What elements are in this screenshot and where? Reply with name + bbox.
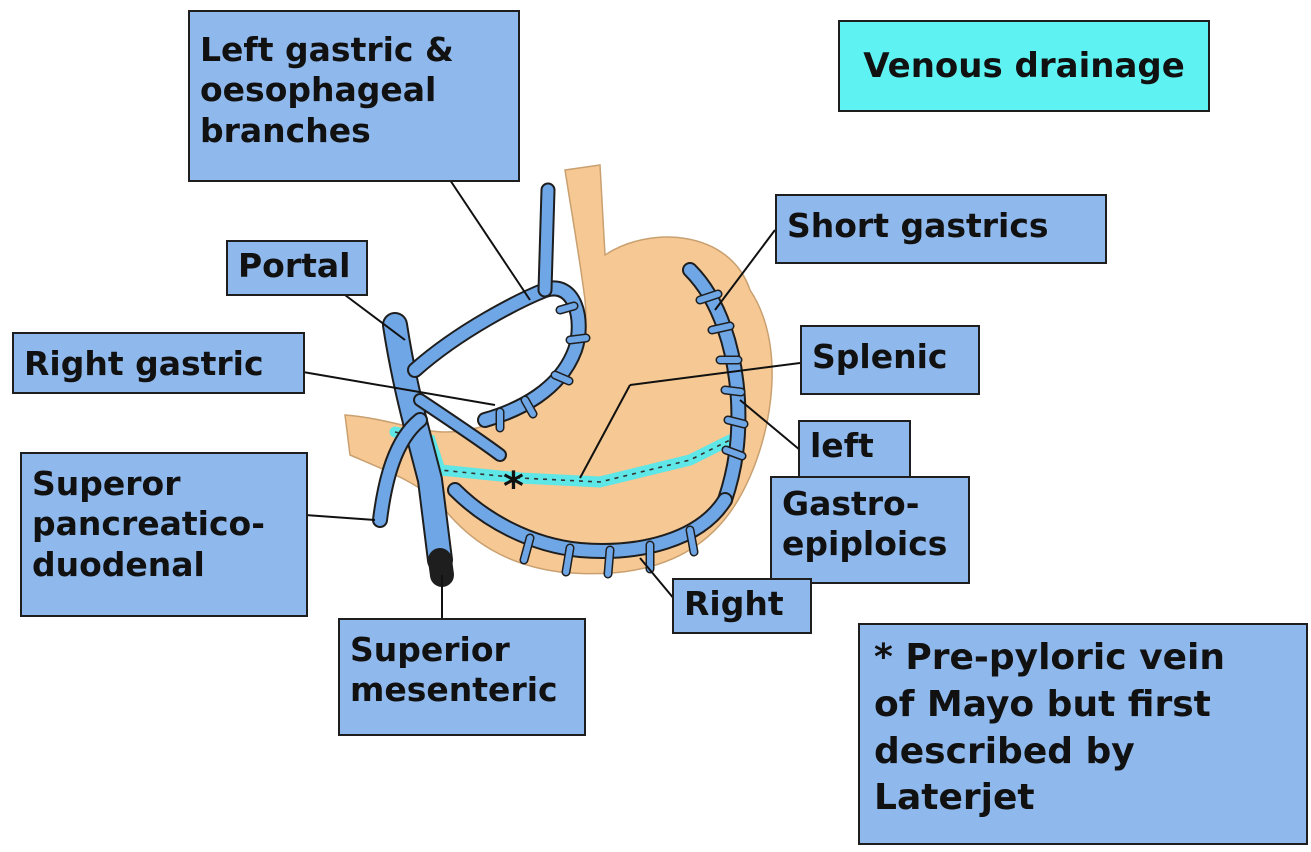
label-right-gastric: Right gastric [12,332,305,394]
label-superior-mesenteric: Superior mesenteric [338,618,586,736]
leader-left-gastric [450,180,530,300]
diagram-title: Venous drainage [838,20,1210,112]
label-short-gastrics: Short gastrics [775,194,1107,264]
label-right: Right [672,578,812,634]
label-superior-pancreaticoduodenal: Superor pancreatico- duodenal [20,452,308,617]
label-gastroepiploics: Gastro- epiploics [770,476,970,584]
star-marker: * [503,464,524,510]
superior-mesenteric-vein [440,560,442,575]
leader-superior-pancreaticoduodenal [305,515,375,520]
label-left-gastric: Left gastric & oesophageal branches [188,10,520,182]
label-splenic: Splenic [800,325,980,395]
label-left: left [798,420,911,478]
pre-pyloric-vein-note: * Pre-pyloric vein of Mayo but first des… [858,623,1308,845]
label-portal: Portal [226,240,368,296]
